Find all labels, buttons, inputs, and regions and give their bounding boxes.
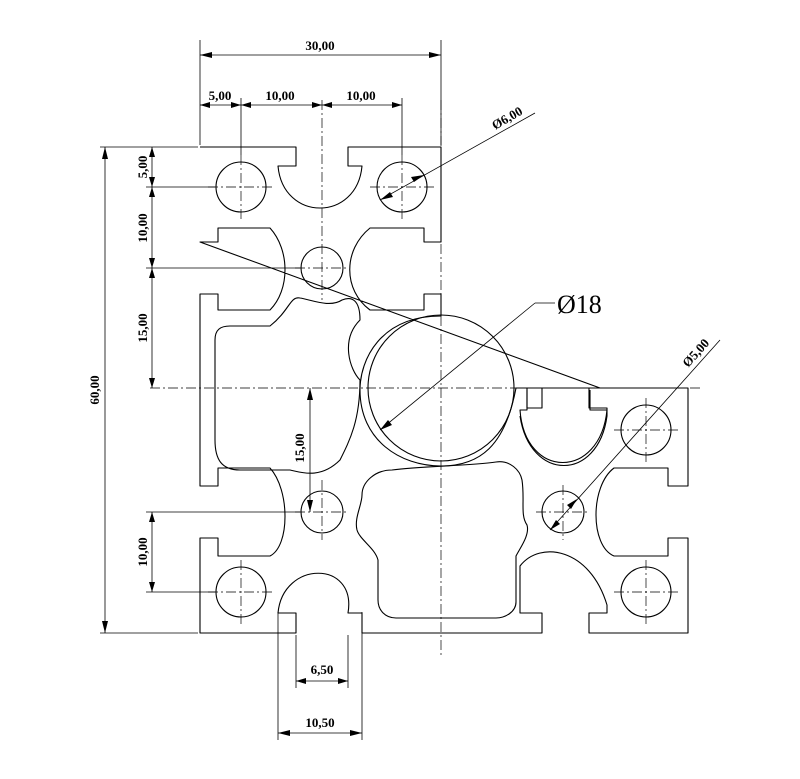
dim-overall-width: 30,00	[305, 38, 334, 53]
profile-outline	[199, 146, 689, 634]
lower-cavity	[355, 461, 529, 619]
dim-hole-dia-5: Ø5,00	[679, 336, 712, 370]
dim-offset-5: 5,00	[209, 88, 232, 103]
dim-hole-dia-6: Ø6,00	[489, 103, 525, 132]
dim-height-10-bottom: 10,00	[135, 537, 150, 566]
dimension-lines	[102, 52, 721, 736]
central-cavity	[214, 297, 361, 474]
extension-lines	[100, 40, 442, 740]
dim-height-15-inner: 15,00	[292, 433, 307, 462]
dim-overall-height: 60,00	[87, 375, 102, 404]
dim-height-10-top: 10,00	[135, 213, 150, 242]
dim-center-dia: Ø18	[557, 290, 602, 319]
dim-spacing-10-a: 10,00	[265, 88, 294, 103]
dim-slot-10-5: 10,50	[305, 715, 334, 730]
dim-slot-6-5: 6,50	[311, 662, 334, 677]
dim-spacing-10-b: 10,00	[346, 88, 375, 103]
dim-height-5: 5,00	[135, 156, 150, 179]
dim-height-15: 15,00	[135, 313, 150, 342]
center-lines	[150, 100, 700, 655]
right-wing-top-slot	[519, 390, 608, 463]
